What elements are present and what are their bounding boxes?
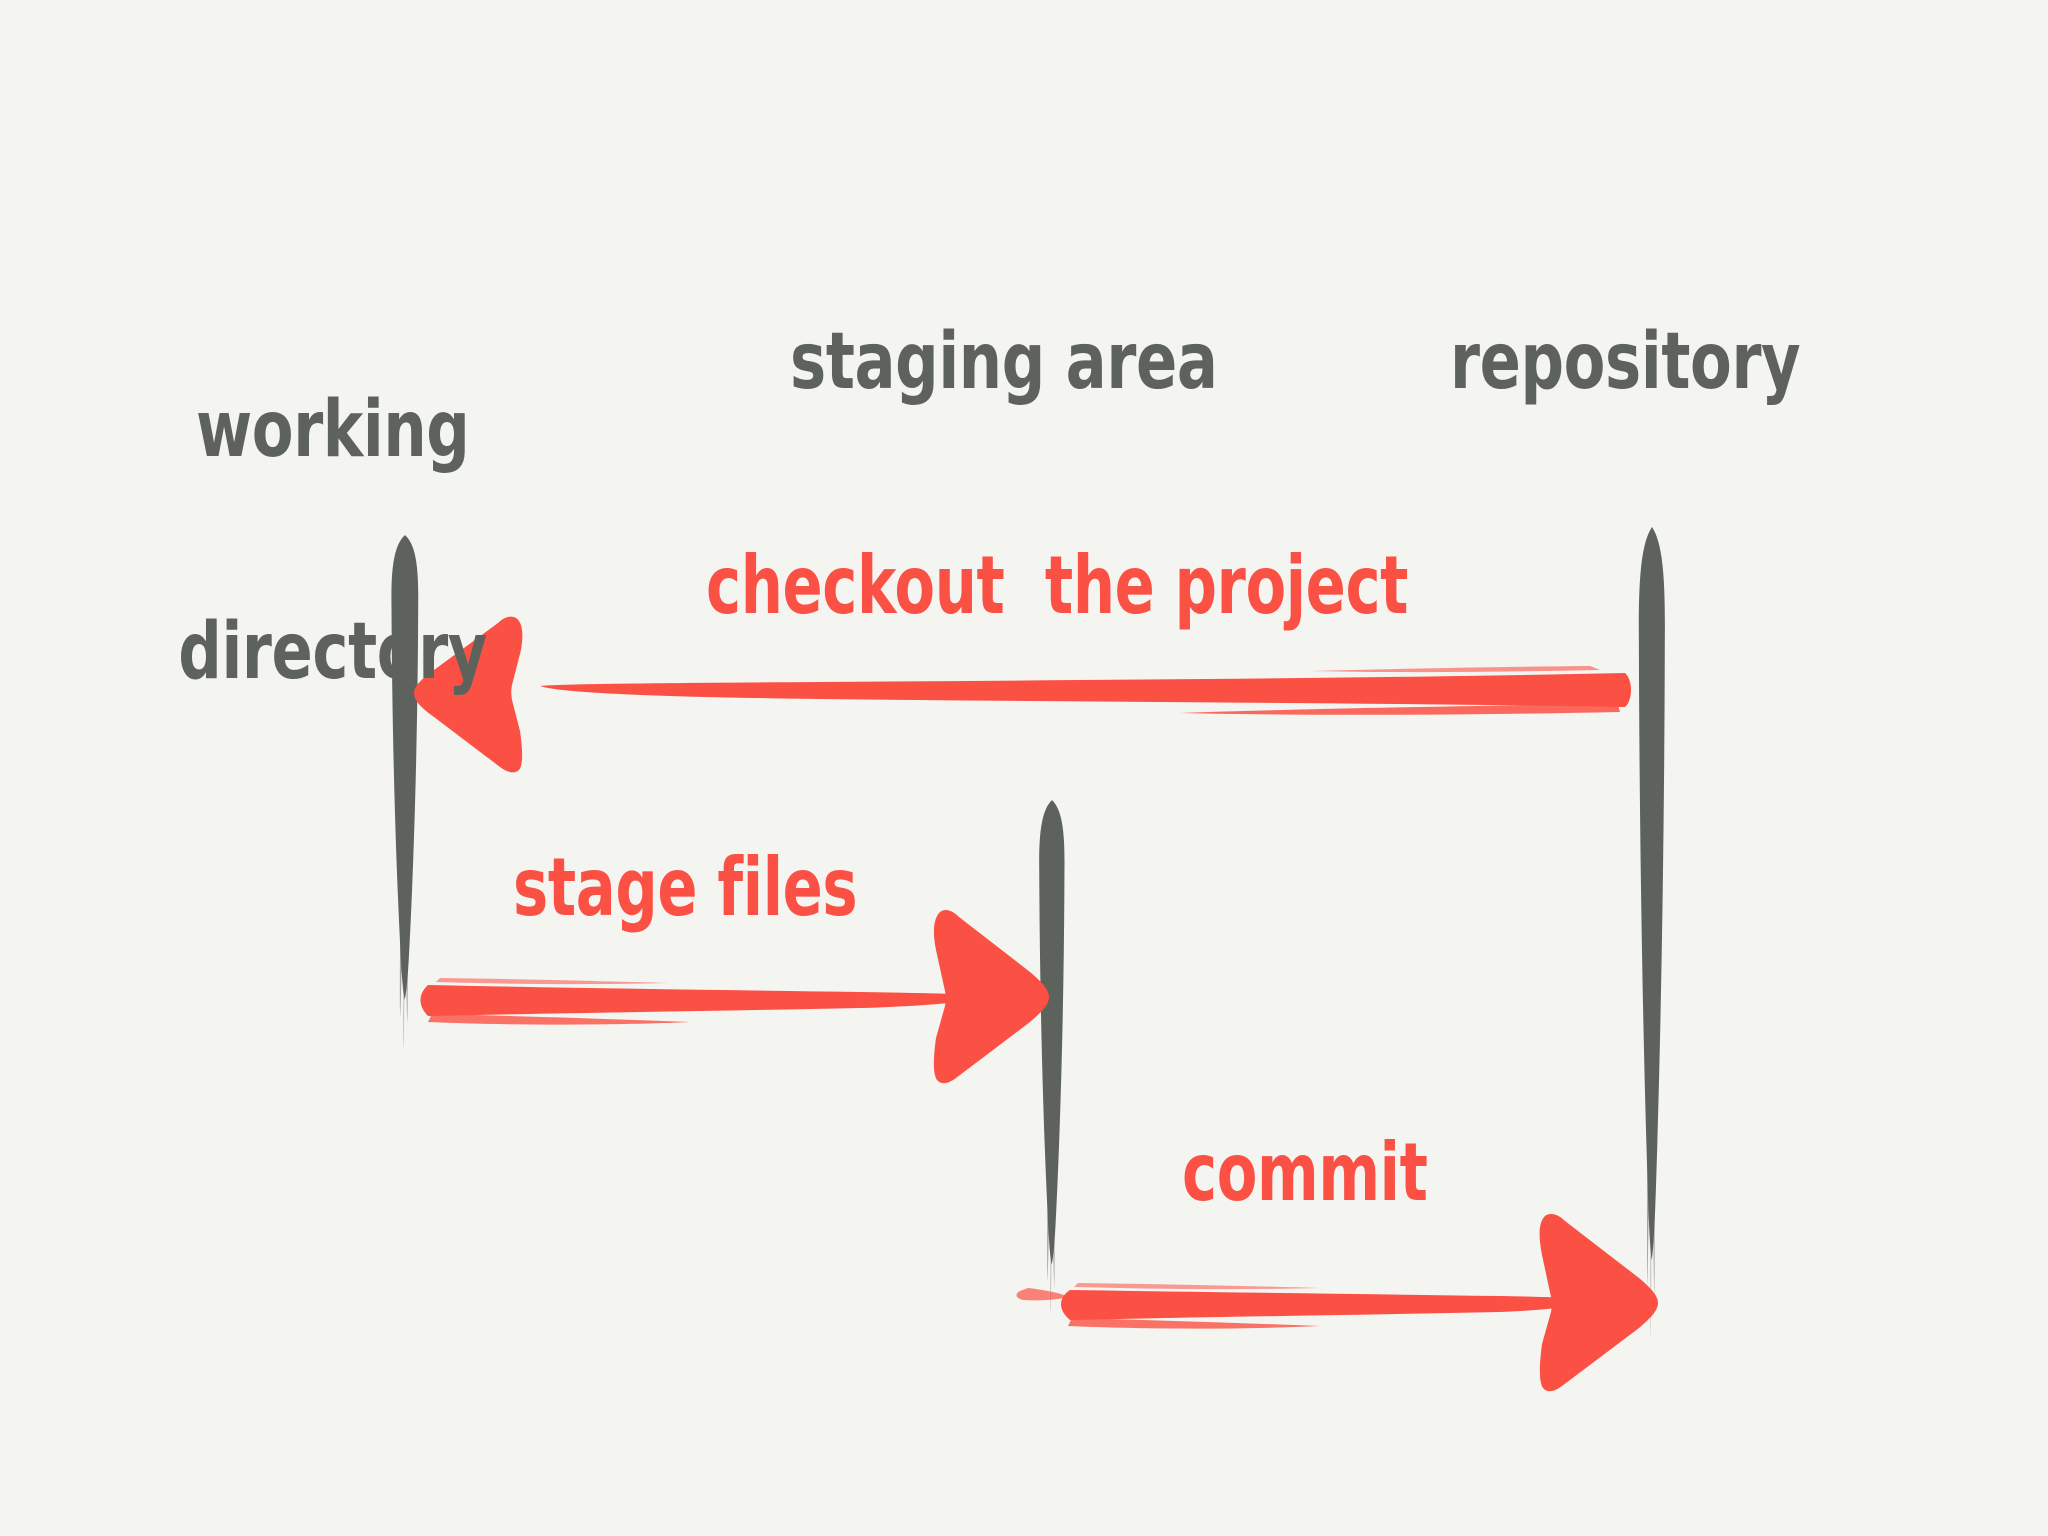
- lane-label-working-directory: working directory: [165, 245, 500, 838]
- arrow-label-stage-files: stage files: [513, 841, 858, 934]
- arrow-label-checkout: checkout the project: [706, 539, 1409, 632]
- lane-label-staging-area: staging area: [790, 317, 1218, 407]
- lifeline-staging-area: [1039, 800, 1065, 1316]
- lane-label-repository: repository: [1450, 317, 1801, 407]
- lane-label-working-directory-line2: directory: [178, 607, 488, 698]
- lifeline-repository: [1638, 527, 1665, 1341]
- arrow-commit: [1016, 1213, 1658, 1392]
- arrow-checkout: [414, 616, 1631, 773]
- arrow-stage-files: [420, 909, 1049, 1084]
- arrow-label-commit: commit: [1182, 1126, 1428, 1219]
- lane-label-working-directory-line1: working: [195, 385, 470, 476]
